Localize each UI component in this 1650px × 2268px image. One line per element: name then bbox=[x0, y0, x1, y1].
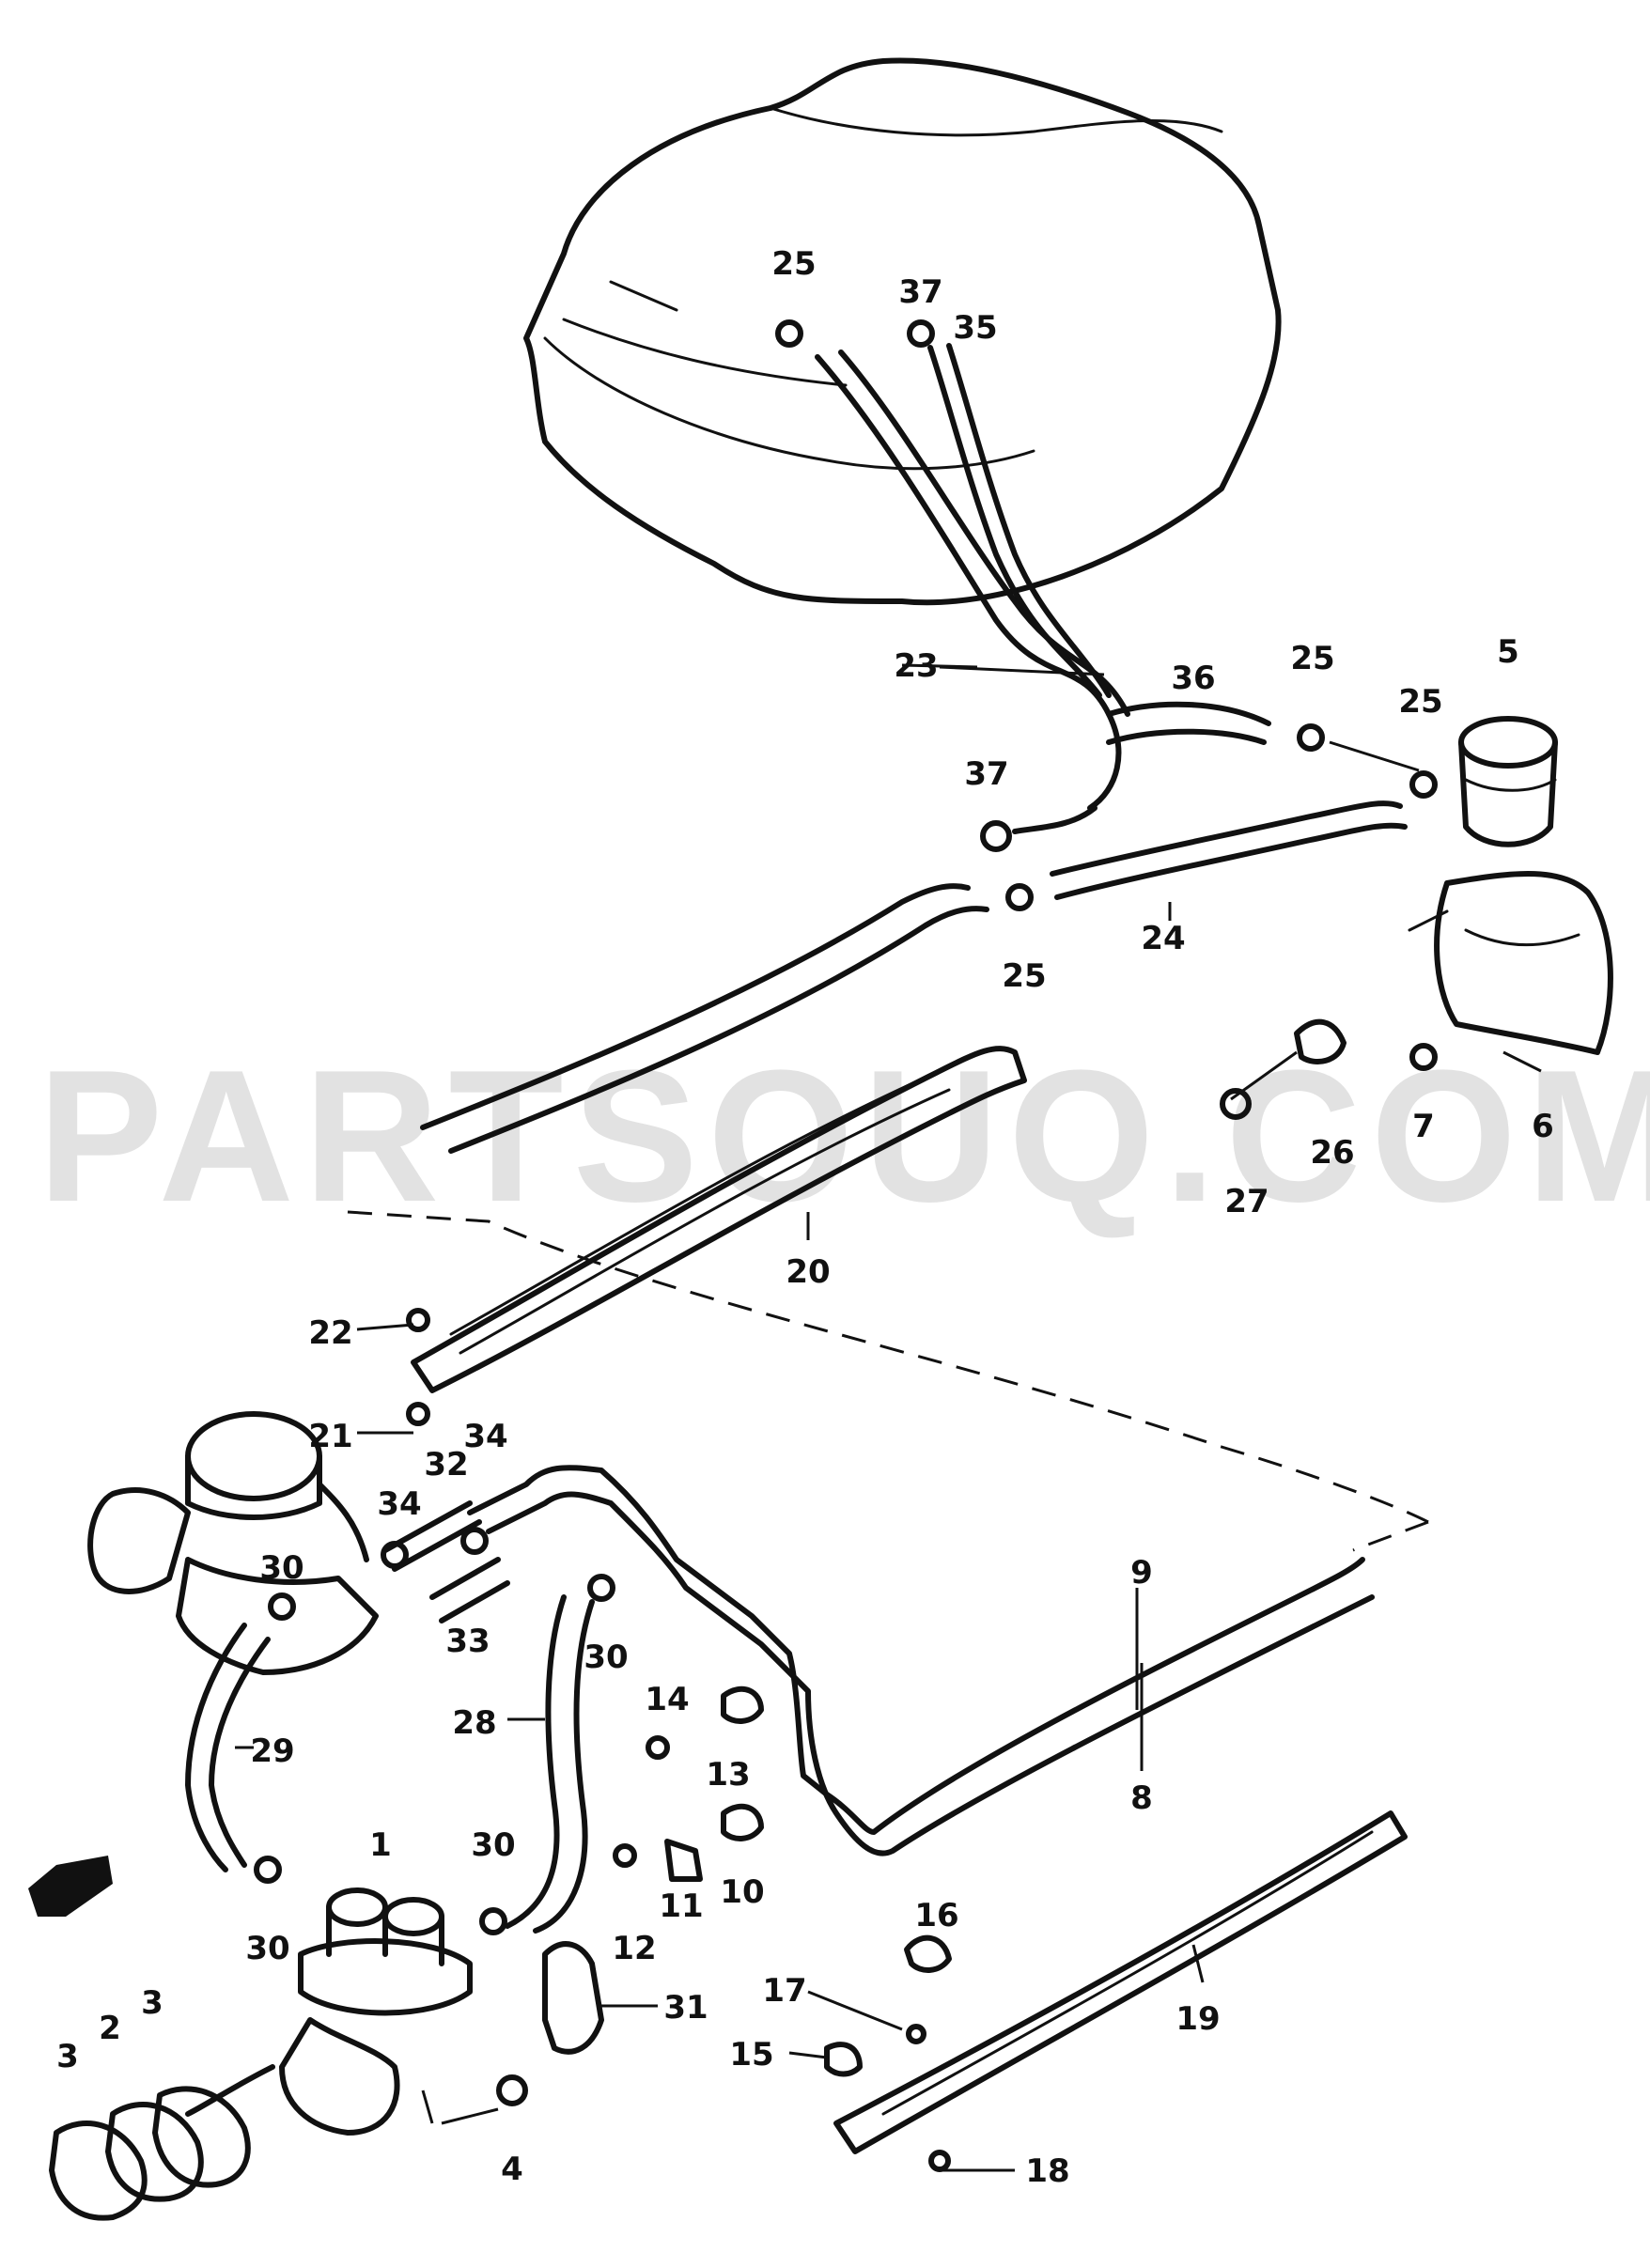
callout-9: 9 bbox=[1130, 1554, 1153, 1592]
callout-30b: 30 bbox=[584, 1639, 628, 1676]
callout-34a: 34 bbox=[463, 1418, 507, 1455]
callout-24: 24 bbox=[1141, 920, 1185, 957]
callout-35: 35 bbox=[953, 309, 997, 347]
small-fasteners bbox=[254, 319, 1438, 2172]
callout-labels: 1 2 3 3 4 5 6 7 8 9 10 11 12 13 14 15 16… bbox=[56, 245, 1554, 2190]
pipe-bracket-20 bbox=[411, 1046, 1027, 1393]
callout-3b: 3 bbox=[141, 1984, 163, 2022]
leader-lines bbox=[235, 663, 1542, 2172]
fuel-pipes-upper bbox=[420, 883, 989, 1154]
callout-36: 36 bbox=[1171, 660, 1215, 697]
watermark-text: PARTSOUQ.COM bbox=[38, 1032, 1650, 1241]
callout-31: 31 bbox=[663, 1989, 708, 2027]
gaskets-2-3 bbox=[49, 2086, 251, 2221]
callout-30d: 30 bbox=[245, 1930, 289, 1967]
hose-33 bbox=[429, 1557, 510, 1623]
filter-bracket-6 bbox=[1408, 871, 1613, 1055]
fuel-tank bbox=[523, 57, 1282, 606]
callout-3a: 3 bbox=[56, 2038, 79, 2075]
callout-6: 6 bbox=[1532, 1108, 1554, 1145]
callout-37b: 37 bbox=[964, 755, 1008, 793]
callout-25c: 25 bbox=[1398, 683, 1442, 721]
callout-1: 1 bbox=[369, 1826, 392, 1864]
callout-30a: 30 bbox=[259, 1549, 304, 1587]
callout-19: 19 bbox=[1175, 2000, 1220, 2038]
hose-29 bbox=[185, 1623, 271, 1872]
fuel-pump-1 bbox=[185, 1887, 473, 2136]
callout-12: 12 bbox=[612, 1930, 656, 1967]
callout-25d: 25 bbox=[1002, 957, 1046, 995]
callout-34b: 34 bbox=[377, 1485, 421, 1523]
callout-18: 18 bbox=[1025, 2152, 1069, 2190]
hose-24 bbox=[1050, 800, 1408, 900]
callout-10: 10 bbox=[720, 1873, 764, 1911]
callout-22: 22 bbox=[308, 1314, 352, 1352]
callout-20: 20 bbox=[786, 1253, 830, 1291]
callout-30c: 30 bbox=[471, 1826, 515, 1864]
callout-32: 32 bbox=[424, 1446, 468, 1484]
callout-16: 16 bbox=[914, 1897, 958, 1934]
carburetor bbox=[87, 1411, 379, 1675]
fuel-pipes-8-9 bbox=[467, 1465, 1375, 1856]
callout-7: 7 bbox=[1412, 1108, 1435, 1145]
clamp-31 bbox=[542, 1941, 604, 2055]
callout-13: 13 bbox=[706, 1756, 750, 1794]
callout-15: 15 bbox=[729, 2036, 773, 2074]
callout-4: 4 bbox=[501, 2151, 523, 2188]
callout-14: 14 bbox=[645, 1681, 689, 1718]
callout-17: 17 bbox=[762, 1972, 806, 2010]
callout-27: 27 bbox=[1224, 1183, 1269, 1220]
callout-33: 33 bbox=[445, 1623, 490, 1660]
callout-21: 21 bbox=[308, 1418, 352, 1455]
tank-hoses-23-35-36 bbox=[815, 343, 1271, 834]
front-direction-arrow-icon bbox=[28, 1856, 113, 1917]
callout-25a: 25 bbox=[771, 245, 816, 283]
callout-37a: 37 bbox=[898, 273, 942, 311]
callout-26: 26 bbox=[1310, 1134, 1354, 1172]
callout-29: 29 bbox=[250, 1732, 294, 1770]
callout-5: 5 bbox=[1497, 633, 1519, 671]
hose-28 bbox=[505, 1594, 595, 1934]
callout-23: 23 bbox=[894, 647, 938, 685]
pipe-bracket-19 bbox=[833, 1810, 1408, 2154]
fuel-filter-5 bbox=[1458, 716, 1558, 847]
callout-25b: 25 bbox=[1290, 640, 1334, 677]
callout-28: 28 bbox=[452, 1704, 496, 1742]
reference-lines bbox=[347, 1210, 1429, 1552]
callout-2: 2 bbox=[99, 2010, 121, 2047]
callout-8: 8 bbox=[1130, 1779, 1153, 1817]
callout-11: 11 bbox=[659, 1887, 703, 1925]
